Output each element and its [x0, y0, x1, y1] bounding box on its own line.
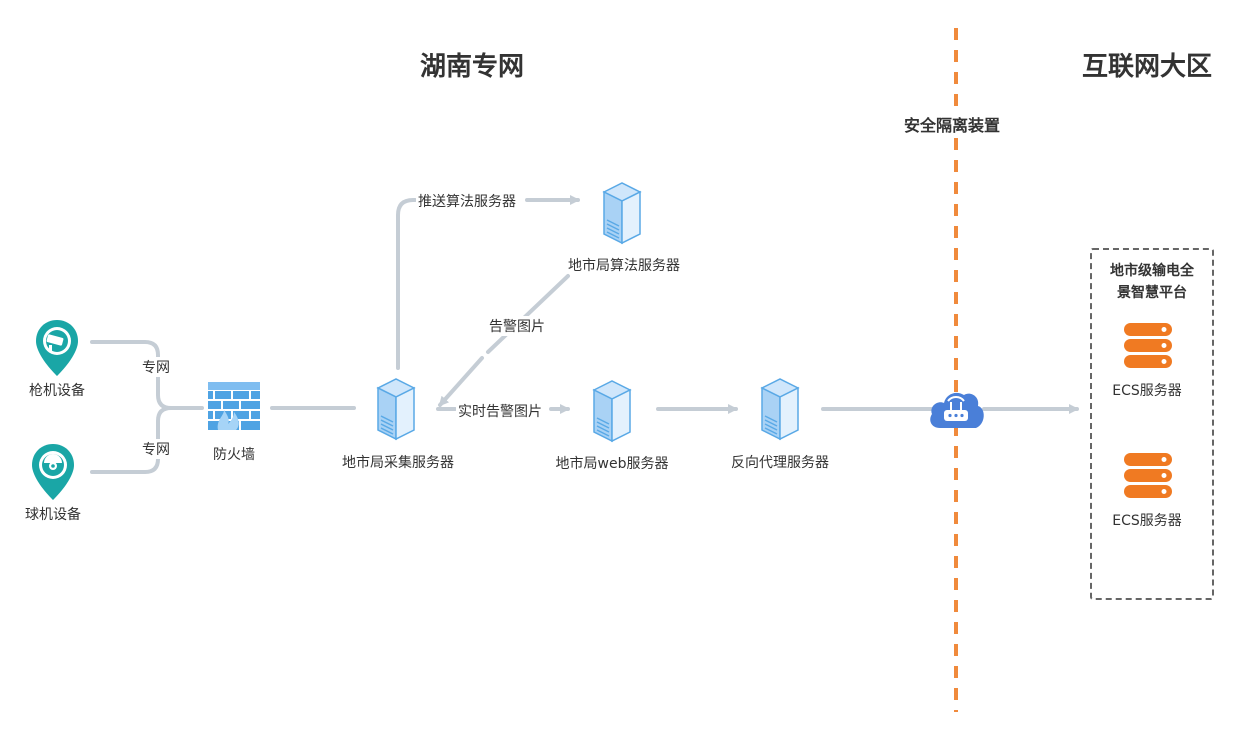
tower-server-icon [760, 378, 800, 441]
rack-server-icon [1124, 453, 1172, 498]
proxy-server-label: 反向代理服务器 [731, 455, 829, 471]
collection-server-label: 地市局采集服务器 [342, 455, 454, 471]
algorithm-server-node[interactable] [600, 180, 644, 246]
web-server-label: 地市局web服务器 [555, 456, 669, 472]
dome-camera-pin-icon [32, 444, 74, 500]
gun-camera-node[interactable] [34, 318, 80, 378]
edge-label-push-algorithm: 推送算法服务器 [416, 191, 518, 211]
proxy-server-node[interactable] [758, 376, 802, 442]
firewall-label: 防火墙 [213, 447, 255, 463]
web-server-node[interactable] [590, 378, 634, 444]
ecs-server-node-2[interactable] [1122, 452, 1174, 500]
dome-camera-node[interactable] [30, 442, 76, 502]
edge-collection-to-algorithm [396, 198, 417, 370]
dome-camera-label: 球机设备 [25, 507, 81, 523]
edge-label-realtime-alarm: 实时告警图片 [456, 401, 544, 421]
zone-title-private: 湖南专网 [420, 52, 525, 82]
tower-server-icon [376, 378, 416, 441]
firewall-node[interactable] [206, 380, 262, 432]
isolation-device-label: 安全隔离装置 [902, 112, 1003, 136]
isolation-router-node[interactable] [926, 382, 986, 434]
cloud-platform-box: 地市级输电全 景智慧平台 [1090, 248, 1214, 600]
edge-label-private-net-1: 专网 [140, 357, 172, 377]
tower-server-icon [592, 380, 632, 443]
cloud-platform-title-line2: 景智慧平台 [1117, 285, 1187, 301]
edge-label-private-net-2: 专网 [140, 439, 172, 459]
ecs-server-label-1: ECS服务器 [1112, 383, 1182, 399]
edge-label-alarm-image: 告警图片 [487, 316, 547, 336]
edge-dome-to-firewall [90, 406, 173, 474]
tower-server-icon [602, 182, 642, 245]
edge-algorithm-to-collection [486, 274, 570, 354]
zone-title-internet: 互联网大区 [1082, 52, 1213, 82]
cloud-platform-title: 地市级输电全 景智慧平台 [1092, 260, 1212, 304]
rack-server-icon [1124, 323, 1172, 368]
algorithm-server-label: 地市局算法服务器 [568, 258, 680, 274]
cloud-router-icon [930, 392, 984, 428]
ecs-server-node-1[interactable] [1122, 322, 1174, 370]
brick-wall-icon [208, 382, 260, 430]
camera-pin-icon [36, 320, 78, 376]
cloud-platform-title-line1: 地市级输电全 [1110, 263, 1194, 279]
ecs-server-label-2: ECS服务器 [1112, 513, 1182, 529]
gun-camera-label: 枪机设备 [29, 383, 85, 399]
collection-server-node[interactable] [374, 376, 418, 442]
